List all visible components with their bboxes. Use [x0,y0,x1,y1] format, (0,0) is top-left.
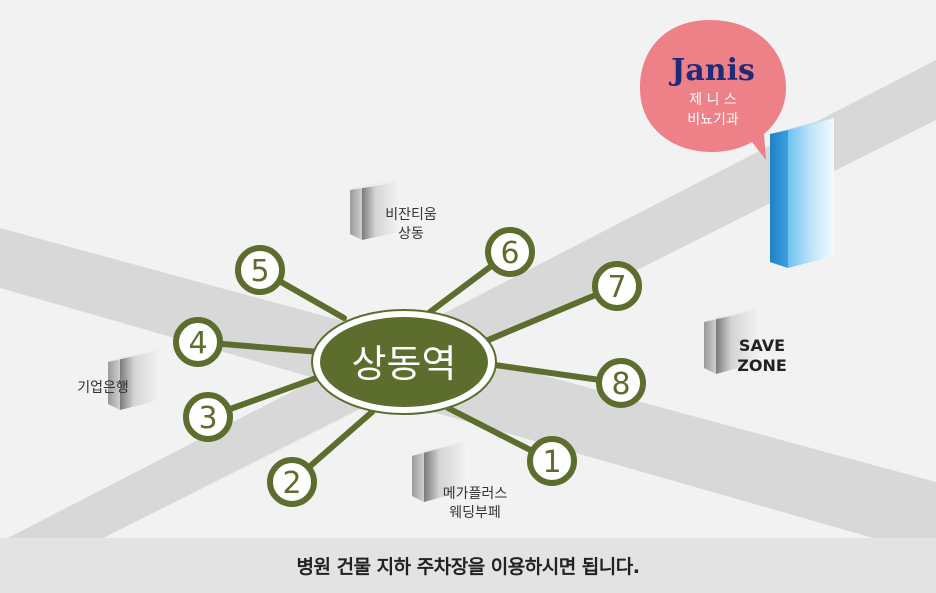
exit-marker-8: 8 [596,358,646,408]
bizantium-building-icon [350,180,400,240]
janis-badge: Janis 제 니 스 비뇨기과 [640,20,786,160]
badge-line-2: 비뇨기과 [687,112,739,128]
exit-number-1: 1 [542,445,561,480]
save-zone-building-icon [704,308,760,374]
mega-plus-building-icon [412,440,468,502]
exit-number-7: 7 [607,270,626,305]
exit-number-6: 6 [500,236,519,271]
exit-marker-4: 4 [173,317,223,367]
badge-title: Janis [668,53,755,88]
save-zone-label-line-2: ZONE [737,356,787,375]
badge-line-1: 제 니 스 [689,92,737,108]
mega-plus-label-line-2: 웨딩부페 [449,505,501,521]
exit-markers: 1 2 3 4 5 6 7 8 [173,227,646,507]
save-zone-label-line-1: SAVE [738,336,786,355]
exit-marker-7: 7 [592,261,642,311]
station-name: 상동역 [352,342,457,386]
exit-number-4: 4 [188,326,207,361]
janis-building-icon [770,118,834,268]
exit-number-3: 3 [198,401,217,436]
exit-marker-5: 5 [235,245,285,295]
mega-plus-label: 메가플러스 웨딩부페 [420,485,530,523]
ibk-bank-label: 기업은행 [58,379,148,398]
exit-marker-6: 6 [485,227,535,277]
exit-number-5: 5 [250,254,269,289]
footer-bar: 병원 건물 지하 주차장을 이용하시면 됩니다. [0,538,936,593]
road-diagonal [0,60,936,542]
exit-marker-2: 2 [267,457,317,507]
save-zone-label: SAVE ZONE [722,336,802,376]
exit-marker-1: 1 [527,436,577,486]
bizantium-label-line-2: 상동 [398,226,424,242]
bizantium-label-line-1: 비잔티움 [385,207,437,223]
station-marker: 상동역 [311,309,497,415]
mega-plus-label-line-1: 메가플러스 [442,486,508,502]
exit-number-8: 8 [611,367,630,402]
ibk-bank-building-icon [108,349,160,410]
parking-notice: 병원 건물 지하 주차장을 이용하시면 됩니다. [296,556,640,578]
exit-marker-3: 3 [183,392,233,442]
bizantium-label: 비잔티움 상동 [366,206,456,244]
exit-number-2: 2 [282,466,301,501]
ibk-bank-label-line-1: 기업은행 [77,380,129,396]
